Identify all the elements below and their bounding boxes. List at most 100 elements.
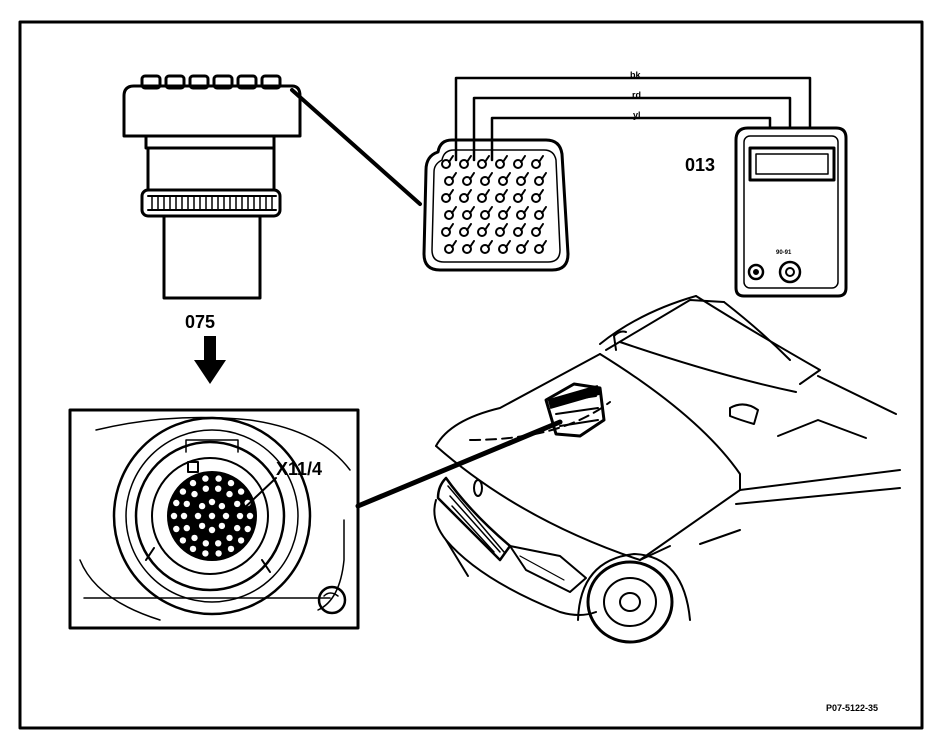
connector-pin-stem [523, 240, 529, 248]
wire-rd-label: rd [632, 90, 641, 100]
connector-pin [441, 227, 451, 237]
test-leads [454, 76, 812, 162]
connector-pin-stem [502, 189, 508, 197]
socket-inset [68, 408, 563, 630]
connector-pin [444, 210, 454, 220]
socket-pin [226, 490, 233, 498]
connector-pin-stem [487, 172, 493, 180]
connector-pin-stem [484, 223, 490, 231]
connector-pin-stem [505, 240, 511, 248]
connector-pin-stem [466, 223, 472, 231]
socket-pin [202, 540, 209, 547]
figure-code: P07-5122-35 [826, 703, 879, 713]
socket-pin [215, 550, 222, 557]
connector-pin-stem [538, 155, 544, 163]
connector-pin-stem [448, 189, 454, 197]
connector-pin-stem [451, 240, 457, 248]
connector-pin [495, 193, 505, 203]
connector-pin-stem [538, 189, 544, 197]
connector-pin-stem [484, 189, 490, 197]
socket-pin [237, 488, 245, 495]
adapter-label: 075 [185, 312, 216, 332]
socket-pin [189, 479, 197, 487]
connector-pin [495, 227, 505, 237]
connector-pin-stem [505, 172, 511, 180]
socket-pin [218, 522, 226, 530]
socket-pin [173, 525, 180, 533]
connector-pin [462, 244, 472, 254]
connector-pin-stem [451, 206, 457, 214]
connector-pin-stem [466, 155, 472, 163]
connector-pin-stem [523, 172, 529, 180]
connector-pin [441, 193, 451, 203]
connector-pin-stem [520, 189, 526, 197]
connector-pin [459, 193, 469, 203]
socket-pin [236, 512, 244, 520]
socket-pin [222, 512, 230, 520]
connector-pin-stem [520, 223, 526, 231]
connector-pin-stem [520, 155, 526, 163]
connector-pin-stem [466, 189, 472, 197]
connector-pin [459, 227, 469, 237]
socket-pin [170, 512, 178, 520]
connector-pin-stem [541, 240, 547, 248]
outer-border [18, 20, 924, 730]
adapter-075-drawing [122, 74, 422, 300]
connector-pin [534, 176, 544, 186]
connector-pin [513, 159, 523, 169]
connector-pin [534, 244, 544, 254]
connector-pin-stem [523, 206, 529, 214]
connector-pin [513, 227, 523, 237]
pin-block-drawing [422, 138, 570, 272]
connector-pin-stem [469, 240, 475, 248]
connector-pin [462, 210, 472, 220]
connector-pin [498, 244, 508, 254]
socket-pin [215, 540, 222, 547]
connector-pin-stem [505, 206, 511, 214]
connector-pin [441, 159, 451, 169]
connector-pin [477, 193, 487, 203]
connector-pin [480, 176, 490, 186]
connector-pin-stem [487, 240, 493, 248]
connector-pin [531, 227, 541, 237]
socket-pin [227, 545, 235, 553]
connector-pin [462, 176, 472, 186]
tester-jack-label: 90-91 [776, 250, 792, 256]
connector-pin [534, 210, 544, 220]
socket-pin [226, 534, 233, 542]
socket-pin [244, 525, 251, 533]
socket-pin [237, 537, 245, 544]
connector-pin-stem [502, 223, 508, 231]
socket-pin [227, 479, 235, 487]
socket-pin [208, 498, 216, 506]
connector-pin-stem [541, 172, 547, 180]
connector-pin-stem [484, 155, 490, 163]
down-arrow [194, 336, 226, 384]
connector-pin [531, 159, 541, 169]
socket-pin [208, 512, 216, 520]
connector-pin-stem [451, 172, 457, 180]
socket-pin [189, 545, 197, 553]
socket-pin [202, 485, 209, 492]
socket-pin [234, 500, 241, 508]
socket-pin [179, 488, 187, 495]
connector-pin-stem [487, 206, 493, 214]
socket-pin [246, 512, 254, 520]
connector-pin [459, 159, 469, 169]
socket-pin [183, 500, 190, 508]
wire-yl-label: yl [633, 110, 641, 120]
socket-pin [179, 537, 187, 544]
connector-pin [498, 210, 508, 220]
socket-label: X11/4 [276, 459, 323, 479]
socket-pin [208, 526, 216, 534]
socket-pin [191, 490, 198, 498]
connector-pin [495, 159, 505, 169]
car-drawing [433, 295, 901, 644]
connector-pin [498, 176, 508, 186]
socket-pin [244, 499, 251, 507]
socket-pin [215, 485, 222, 492]
connector-pin-stem [469, 172, 475, 180]
connector-pin [477, 159, 487, 169]
socket-pin [234, 524, 241, 532]
